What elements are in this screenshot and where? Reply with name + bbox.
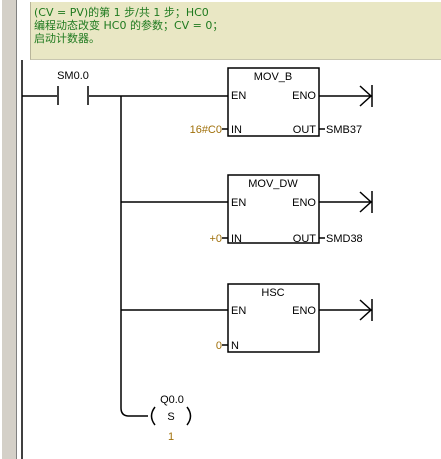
network-comment[interactable]: (CV = PV)的第 1 步/共 1 步；HC0 编程动态改变 HC0 的参数… (30, 2, 441, 60)
mov-dw-title: MOV_DW (248, 178, 298, 190)
mov-b-eno-pin: ENO (292, 90, 316, 102)
mov-dw-eno-pin: ENO (292, 197, 316, 209)
coil-left-paren (150, 406, 156, 426)
mov-b-en-pin: EN (231, 90, 246, 102)
coil-count[interactable]: 1 (168, 431, 174, 443)
left-power-rail-gutter (0, 0, 17, 459)
mov-b-eno-arrow-icon (359, 85, 373, 107)
hsc-n-pin: N (231, 340, 239, 352)
mov-b-in-value[interactable]: 16#C0 (190, 124, 222, 136)
mov-b-frame (227, 67, 320, 137)
mov-b-out-value[interactable]: SMB37 (326, 124, 362, 136)
mov-dw-in-pin: IN (231, 233, 242, 245)
mov-b-out-pin: OUT (293, 124, 317, 136)
comment-line-3: 启动计数器。 (34, 32, 100, 45)
coil-type: S (167, 411, 174, 423)
hsc-eno-arrow-icon (359, 299, 373, 321)
gutter-bevel (0, 0, 2, 459)
mov-b-title: MOV_B (254, 71, 293, 83)
comment-line-2: 编程动态改变 HC0 的参数；CV = 0； (34, 19, 224, 32)
coil-address: Q0.0 (160, 394, 184, 406)
set-coil-q0-0[interactable]: Q0.0 S 1 (150, 394, 192, 443)
mov-dw-eno-arrow-icon (359, 191, 373, 213)
hsc-eno-pin: ENO (292, 305, 316, 317)
contact-address: SM0.0 (57, 70, 89, 82)
hsc-frame (227, 283, 320, 353)
mov-dw-out-value[interactable]: SMD38 (326, 233, 363, 245)
mov-dw-frame (227, 174, 320, 244)
mov-dw-box[interactable]: MOV_DW EN ENO IN OUT +0 SMD38 (209, 174, 373, 245)
contact-sm0-0[interactable]: SM0.0 (22, 70, 89, 105)
branch-wire-4 (120, 407, 148, 417)
hsc-box[interactable]: HSC EN ENO N 0 (216, 283, 373, 353)
coil-right-paren (186, 406, 192, 426)
hsc-n-value[interactable]: 0 (216, 340, 222, 352)
mov-b-box[interactable]: MOV_B EN ENO IN OUT 16#C0 SMB37 (190, 67, 373, 137)
mov-b-in-pin: IN (231, 124, 242, 136)
comment-line-1: (CV = PV)的第 1 步/共 1 步；HC0 (34, 6, 209, 19)
mov-dw-out-pin: OUT (293, 233, 317, 245)
hsc-title: HSC (261, 287, 284, 299)
mov-dw-in-value[interactable]: +0 (209, 233, 222, 245)
mov-dw-en-pin: EN (231, 197, 246, 209)
hsc-en-pin: EN (231, 305, 246, 317)
